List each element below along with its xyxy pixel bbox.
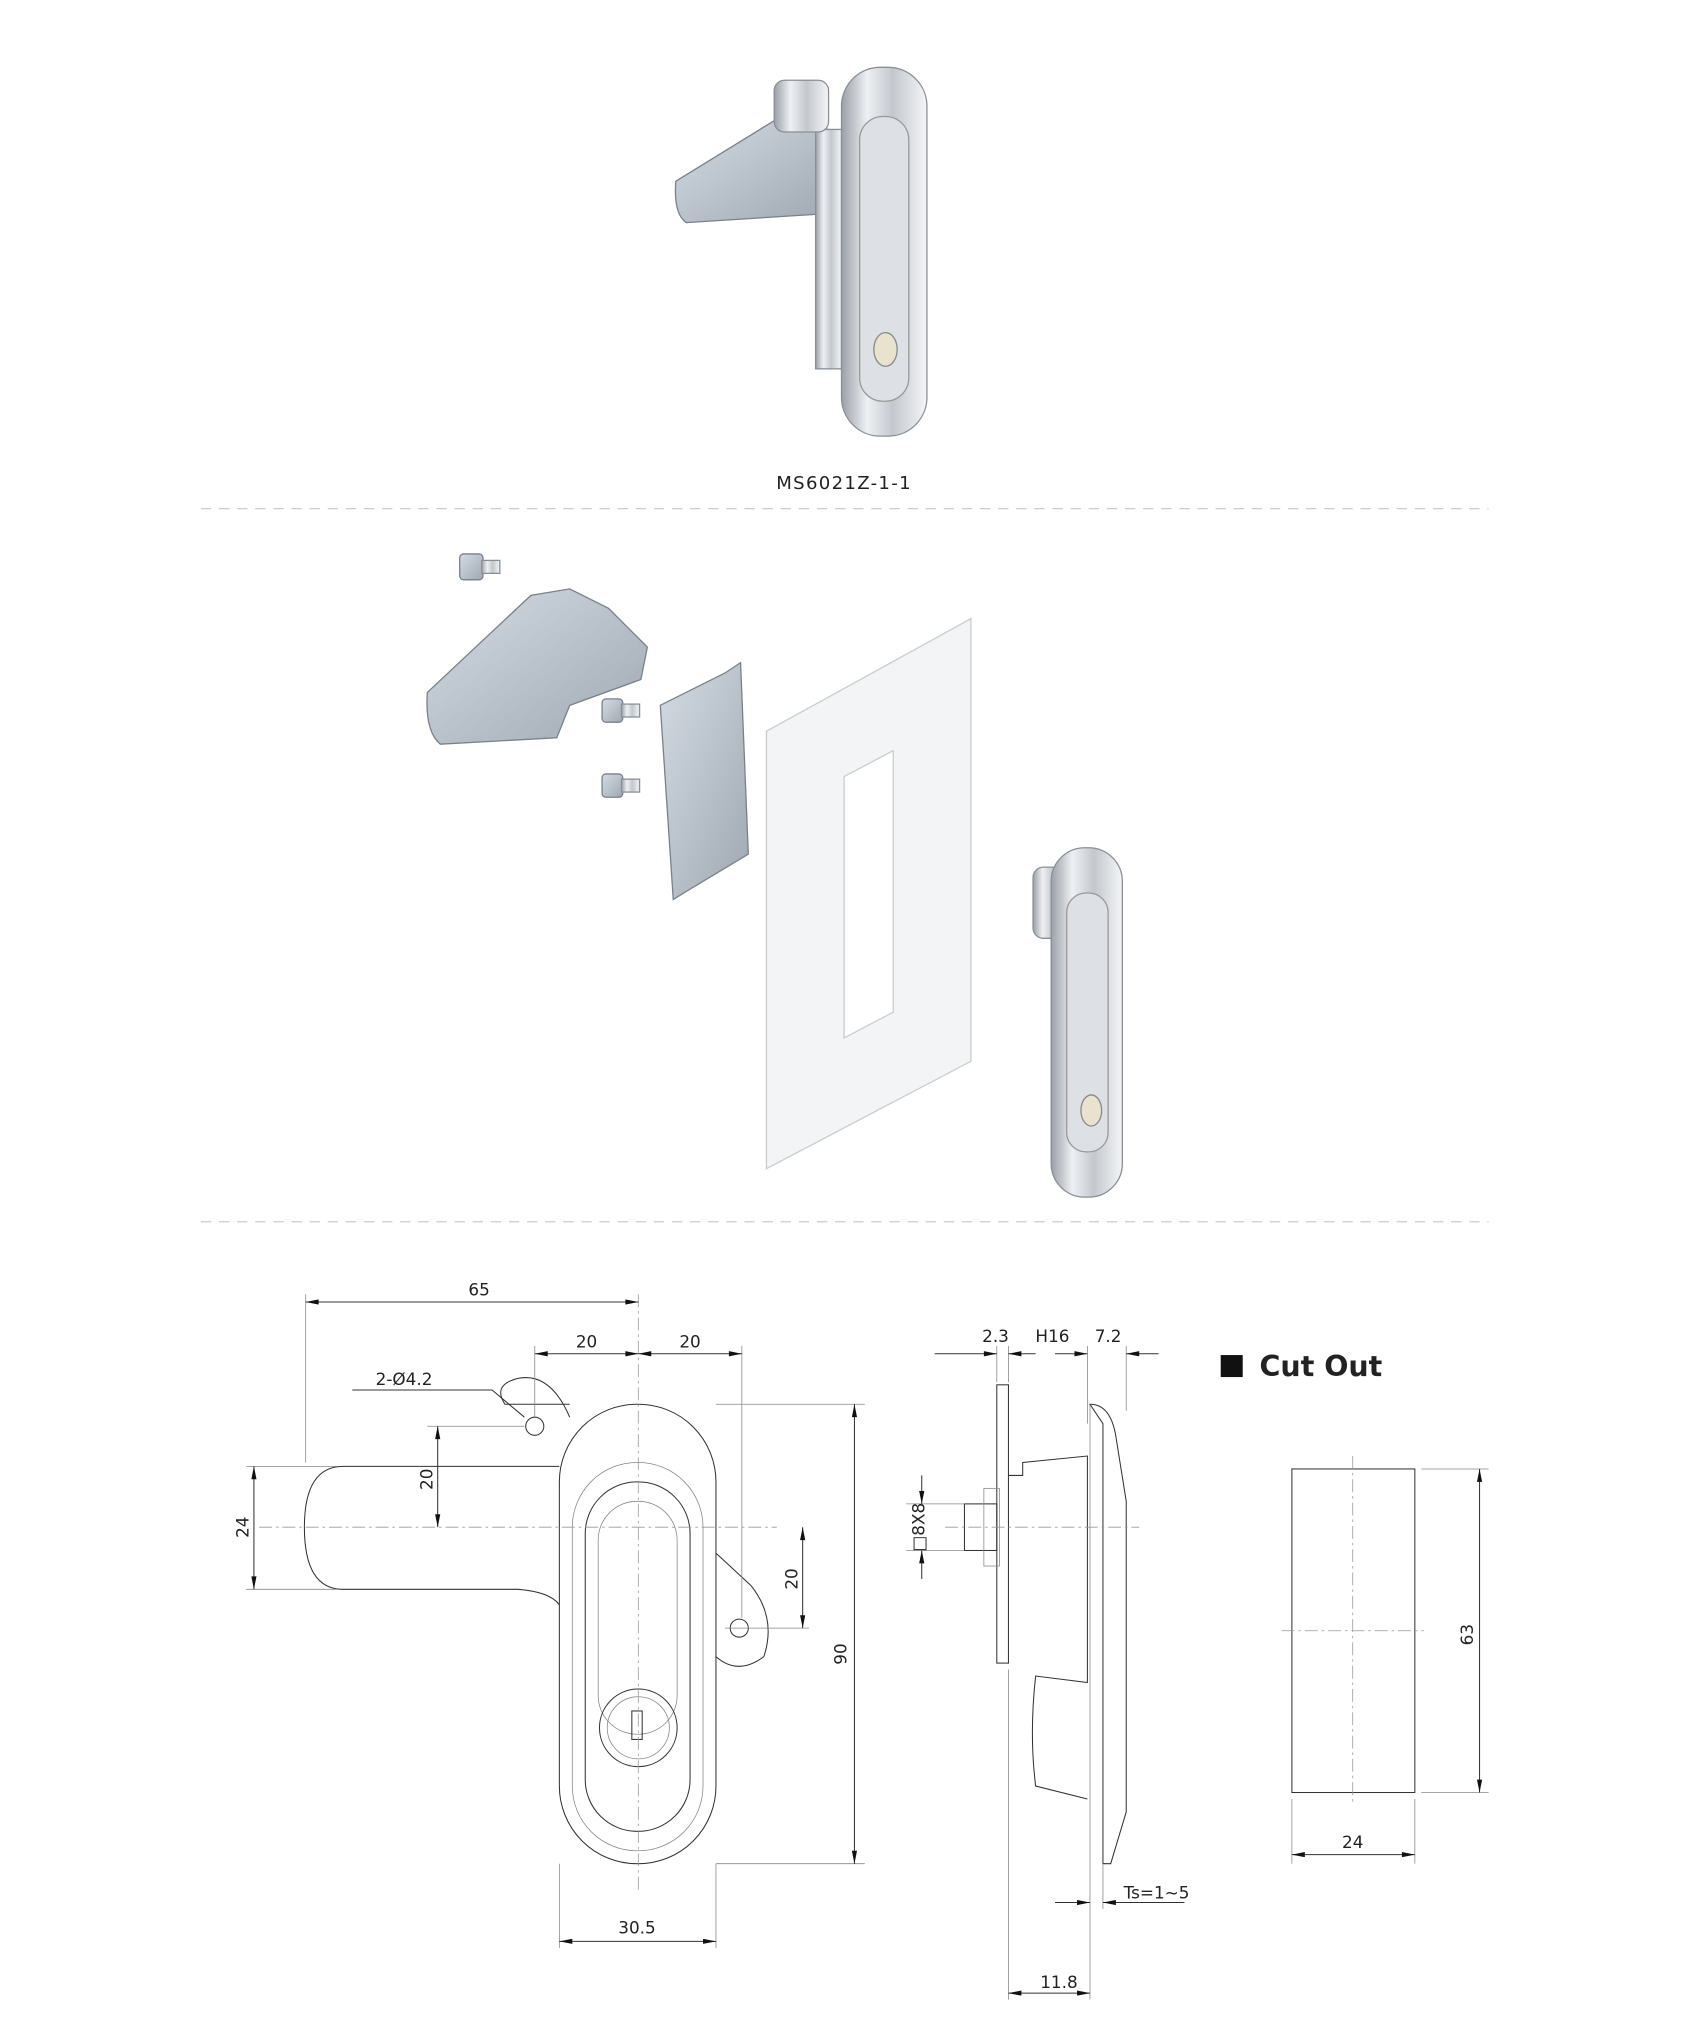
screw-part	[601, 698, 641, 723]
dim-cutout-height: 63	[1457, 1624, 1477, 1645]
side-view-drawing	[906, 1346, 1185, 2000]
cutout-bullet-icon	[1220, 1355, 1243, 1378]
dim-square-shaft: □8X8	[908, 1503, 928, 1552]
dim-hole-spacing-left: 20	[576, 1331, 597, 1351]
dim-panel-thickness: Ts=1~5	[1123, 1883, 1190, 1903]
bracket-part	[659, 661, 749, 901]
screw-part	[459, 553, 501, 581]
dim-head-depth: 7.2	[1095, 1326, 1122, 1346]
exploded-view-image	[426, 553, 1123, 1198]
dim-cutout-width: 24	[1342, 1832, 1363, 1852]
dim-hole-offset-right: 20	[781, 1568, 801, 1589]
dim-hole-offset-left: 20	[417, 1469, 437, 1490]
dim-hole-spacing-right: 20	[679, 1331, 700, 1351]
cutout-title: Cut Out	[1260, 1350, 1383, 1383]
front-view-drawing	[246, 1294, 865, 1948]
product-model-label: MS6021Z-1-1	[776, 473, 912, 494]
dim-body-width: 30.5	[618, 1918, 655, 1938]
dim-hole-spec: 2-Ø4.2	[376, 1369, 433, 1389]
product-image-assembled	[674, 66, 928, 437]
handle-part	[1032, 847, 1123, 1198]
screw-part	[601, 773, 641, 798]
dim-lever-width: 24	[233, 1516, 253, 1537]
dim-height: 90	[831, 1643, 851, 1664]
cutout-drawing	[1281, 1456, 1489, 1864]
dim-depth: 11.8	[1040, 1972, 1077, 1992]
cam-plate-part	[426, 588, 649, 745]
dim-overall-width: 65	[468, 1280, 489, 1300]
panel-part	[765, 617, 972, 1170]
dim-plate-thickness: 2.3	[982, 1326, 1009, 1346]
dim-h16: H16	[1035, 1326, 1069, 1346]
